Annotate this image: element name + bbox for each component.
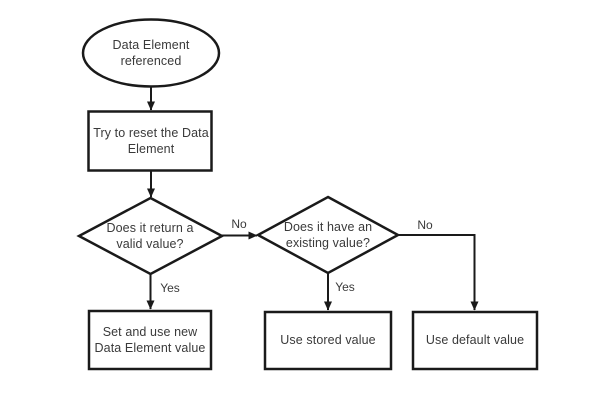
edge-existing-no-label-text: No [417, 218, 433, 232]
node-reset-label-text: Try to reset the Data Element [93, 126, 209, 156]
node-valid-check-label: Does it return a valid value? [94, 218, 206, 254]
node-existing-check-label: Does it have an existing value? [272, 217, 384, 253]
edge-existing-no [398, 234, 479, 311]
node-start-terminator [81, 18, 221, 88]
node-reset-process [87, 110, 213, 172]
node-valid-check-label-text: Does it return a valid value? [106, 221, 194, 251]
edge-valid-no-label-text: No [231, 217, 247, 231]
edge-valid-no-label: No [229, 217, 249, 231]
node-use-default-process [411, 310, 539, 371]
node-set-new-label-text: Set and use new Data Element value [94, 325, 206, 355]
node-set-new-label: Set and use new Data Element value [89, 322, 211, 358]
edge-existing-yes-label: Yes [334, 280, 356, 294]
node-reset-label: Try to reset the Data Element [93, 123, 209, 159]
node-use-stored-label-text: Use stored value [280, 333, 376, 347]
node-set-new-process [87, 309, 213, 371]
node-start-label: Data Element referenced [96, 35, 206, 71]
node-valid-check-decision [76, 196, 225, 276]
edge-existing-no-label: No [415, 218, 435, 232]
node-start-label-text: Data Element referenced [112, 38, 190, 68]
edge-valid-yes-label: Yes [159, 281, 181, 295]
edge-valid-yes-label-text: Yes [160, 281, 180, 295]
node-existing-check-label-text: Does it have an existing value? [283, 220, 373, 250]
edge-existing-yes-label-text: Yes [335, 280, 355, 294]
node-use-default-label: Use default value [413, 322, 537, 358]
node-existing-check-decision [255, 195, 401, 275]
node-use-stored-process [263, 310, 393, 371]
node-use-default-label-text: Use default value [425, 333, 525, 347]
node-use-stored-label: Use stored value [265, 322, 391, 358]
